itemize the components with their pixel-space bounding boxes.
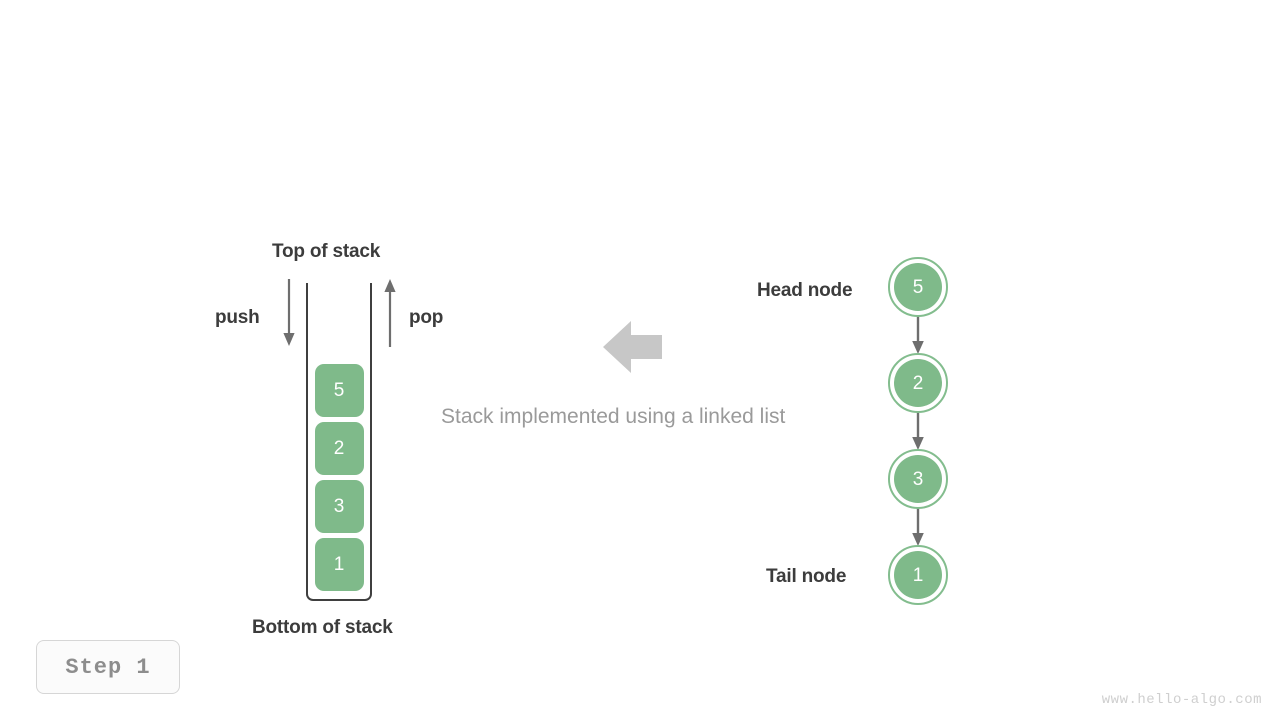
stack-cell-value: 5 [333, 380, 345, 401]
linked-list-node-value-wrap: 5 [894, 263, 942, 311]
tail-node-label: Tail node [766, 566, 847, 587]
link-arrow-icon [912, 411, 924, 450]
pop-arrow-icon [384, 279, 396, 347]
diagram-caption: Stack implemented using a linked list [441, 405, 786, 428]
stack-cell-list: 5 2 3 1 [308, 364, 370, 591]
link-arrow-icon [912, 507, 924, 546]
top-of-stack-label: Top of stack [272, 241, 381, 262]
linked-list-node-value-wrap: 1 [894, 551, 942, 599]
linked-list-node: 1 [888, 545, 948, 605]
stack-cell: 2 [314, 422, 364, 475]
stack-cell: 5 [314, 364, 364, 417]
bottom-of-stack-label: Bottom of stack [252, 617, 393, 638]
linked-list-node: 2 [888, 353, 948, 413]
watermark: www.hello-algo.com [1101, 692, 1262, 708]
left-arrow-icon [603, 321, 662, 373]
stack-cell-value: 1 [333, 554, 345, 575]
link-arrow-icon [912, 315, 924, 354]
linked-list-node: 3 [888, 449, 948, 509]
linked-list-node-value-wrap: 3 [894, 455, 942, 503]
stack-cell-value: 3 [333, 496, 345, 517]
step-badge[interactable]: Step 1 [36, 640, 180, 694]
head-node-label: Head node [757, 280, 853, 301]
push-arrow-icon [283, 279, 295, 346]
linked-list-diagram: 5 2 3 1 [888, 257, 952, 607]
linked-list-node: 5 [888, 257, 948, 317]
linked-list-node-value: 3 [912, 468, 924, 490]
stack-cell: 3 [314, 480, 364, 533]
linked-list-node-value: 1 [912, 564, 924, 586]
linked-list-node-value: 2 [912, 372, 924, 394]
stack-cell-value: 2 [333, 438, 345, 459]
linked-list-node-value-wrap: 2 [894, 359, 942, 407]
pop-label: pop [409, 307, 444, 328]
linked-list-node-value: 5 [912, 276, 924, 298]
step-badge-label: Step 1 [65, 654, 151, 680]
stack-cell: 1 [314, 538, 364, 591]
push-label: push [215, 307, 260, 328]
